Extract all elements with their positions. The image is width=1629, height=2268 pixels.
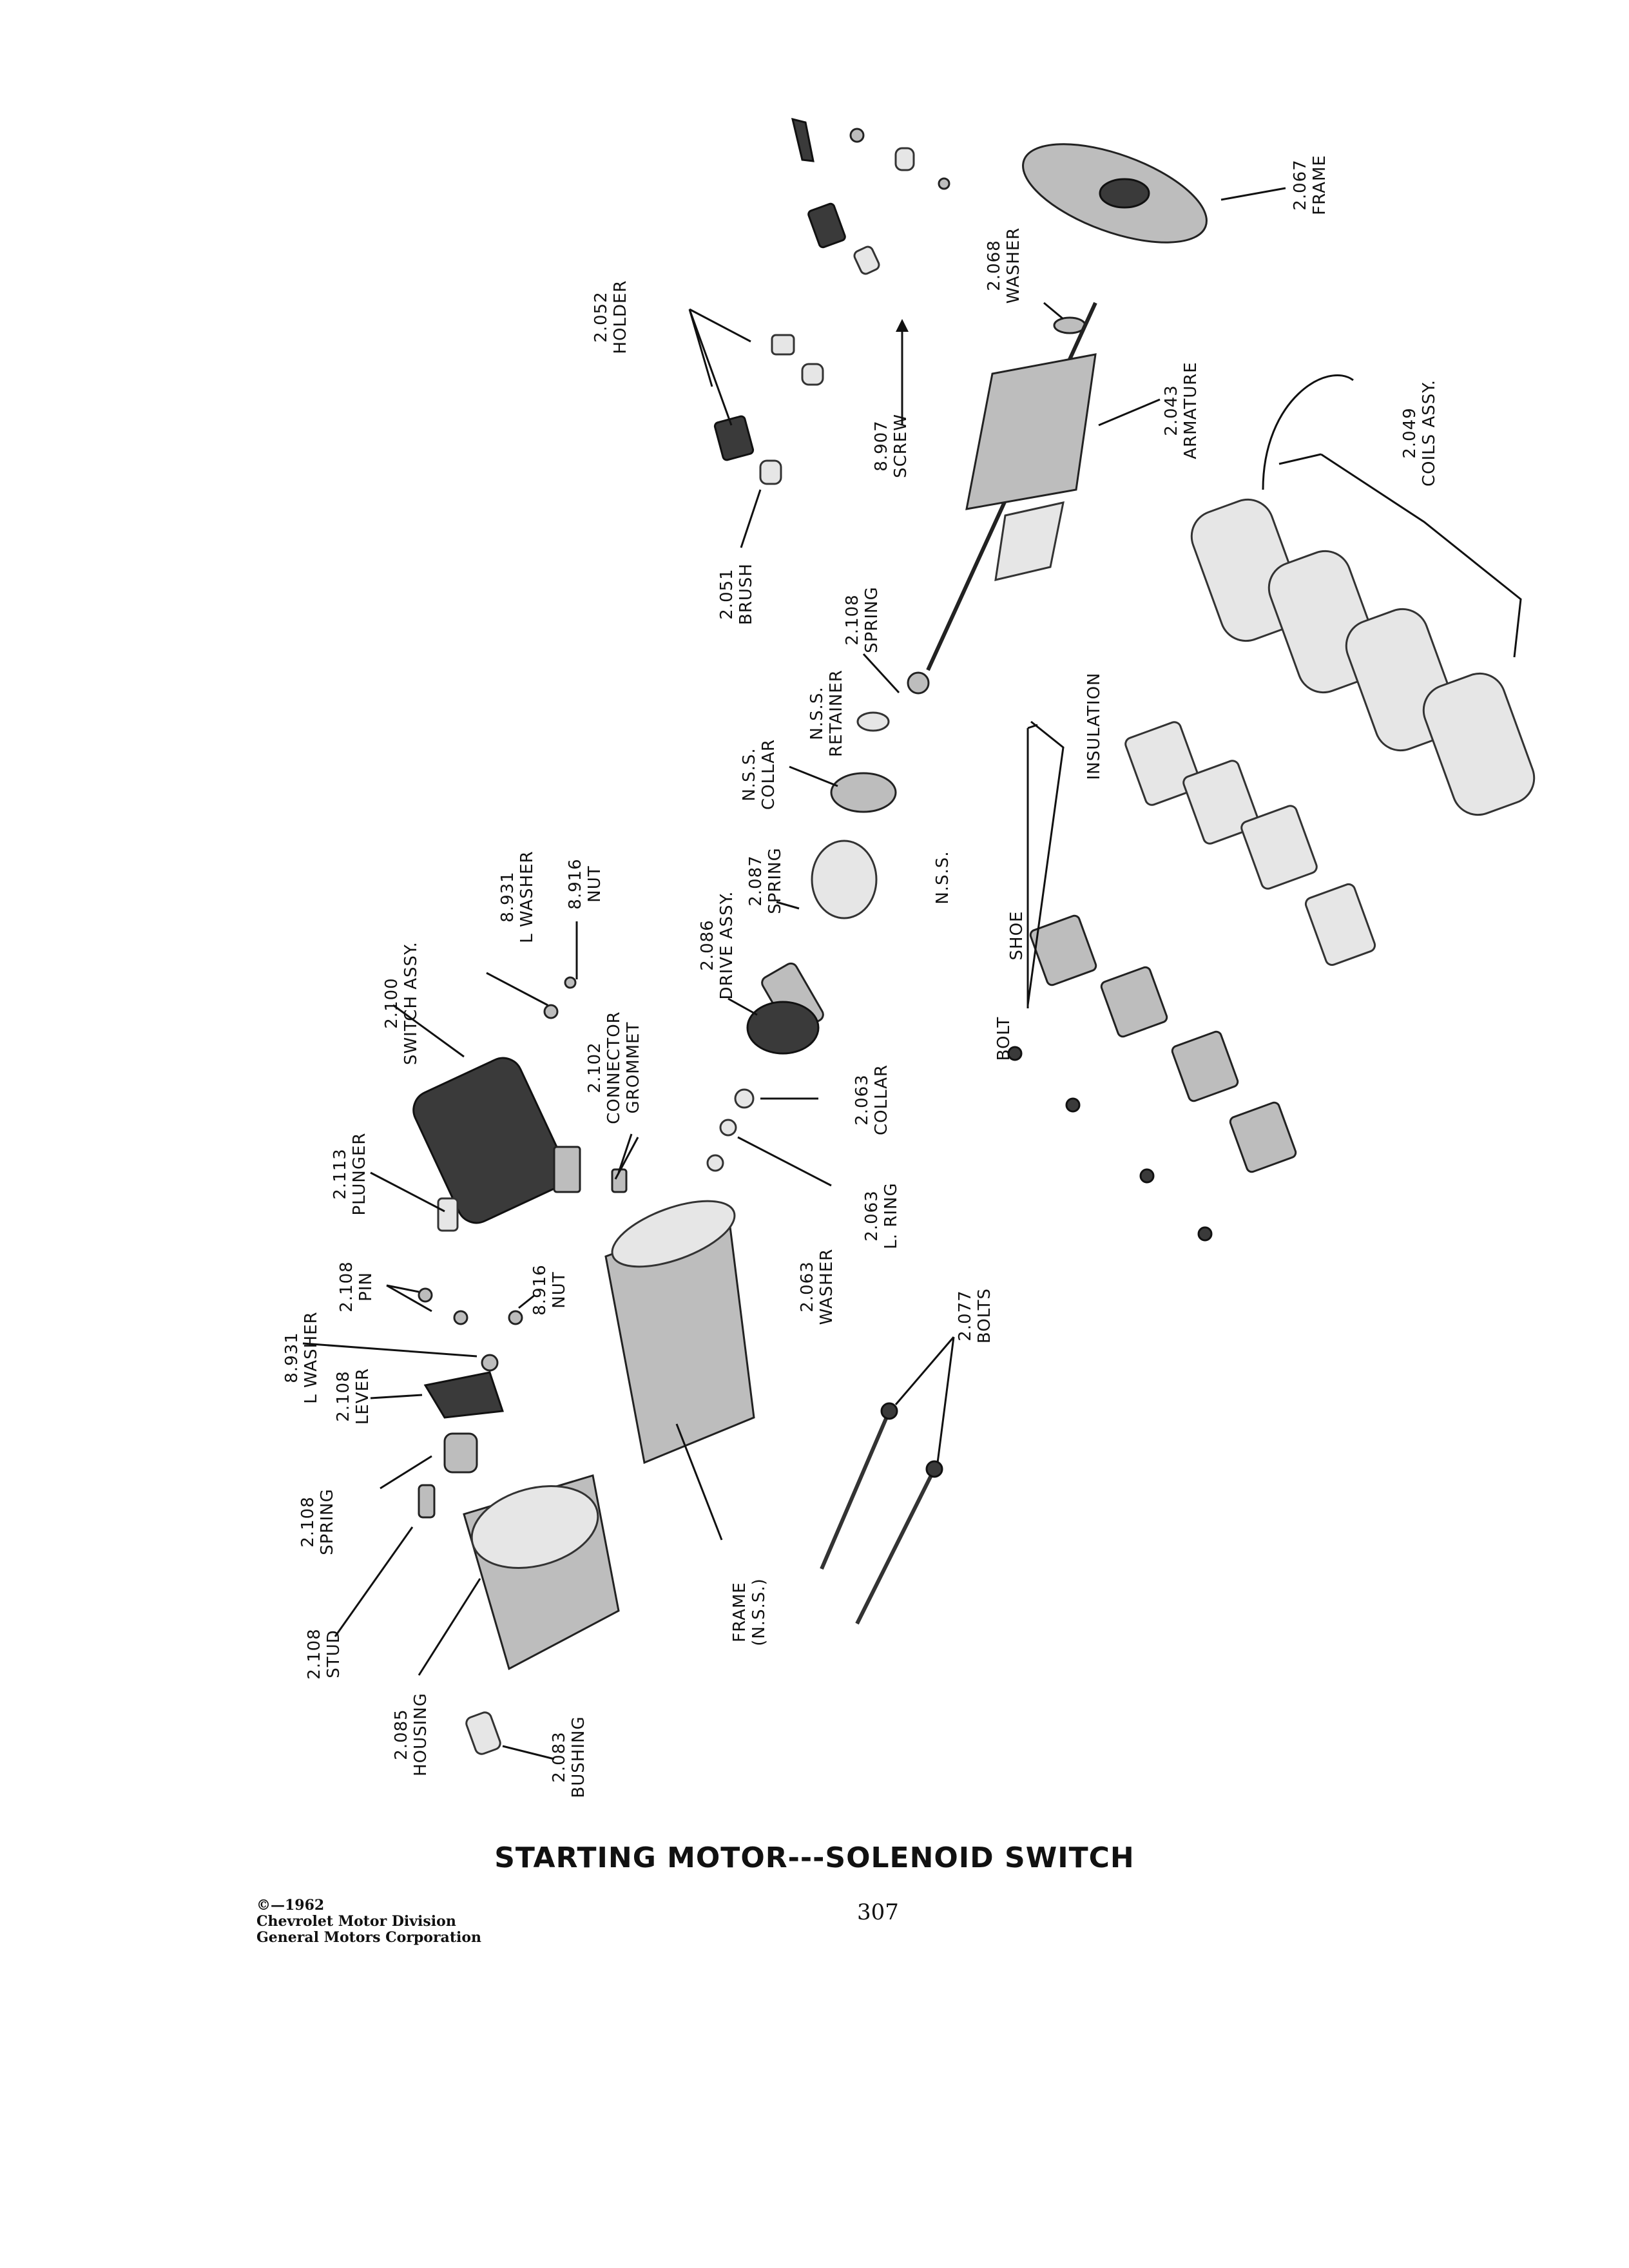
label-collar-2063: 2.063 COLLAR bbox=[853, 1064, 891, 1136]
end-frame-part bbox=[1022, 143, 1208, 244]
page-title: STARTING MOTOR---SOLENOID SWITCH bbox=[494, 1841, 1135, 1874]
label-switch-2100: 2.100 SWITCH ASSY. bbox=[382, 941, 421, 1065]
page-number: 307 bbox=[857, 1899, 899, 1925]
copyright-corporation: General Motors Corporation bbox=[256, 1929, 482, 1946]
label-nss-shoe: N.S.S. bbox=[933, 850, 952, 905]
label-bushing-2083: 2.083 BUSHING bbox=[550, 1716, 588, 1798]
label-lever-2108: 2.108 LEVER bbox=[334, 1367, 372, 1425]
label-spring-2087: 2.087 SPRING bbox=[746, 847, 785, 914]
label-spring-2108-bottom: 2.108 SPRING bbox=[298, 1488, 337, 1555]
label-nut-8916-top: 8.916 NUT bbox=[566, 858, 604, 910]
copyright-notice: ©—1962 Chevrolet Motor Division General … bbox=[256, 1898, 481, 1946]
label-shoe: SHOE bbox=[1007, 910, 1027, 961]
label-plunger-2113: 2.113 PLUNGER bbox=[331, 1132, 369, 1216]
label-brush-2051: 2.051 BRUSH bbox=[717, 563, 756, 625]
label-frame-nss: FRAME (N.S.S.) bbox=[730, 1578, 769, 1646]
label-stud-2108: 2.108 STUD bbox=[305, 1628, 343, 1680]
label-collar-nss: N.S.S. COLLAR bbox=[740, 738, 778, 811]
lever-small-parts bbox=[418, 1287, 523, 1519]
label-bolts-2077: 2.077 BOLTS bbox=[956, 1287, 994, 1344]
copyright-division: Chevrolet Motor Division bbox=[256, 1913, 456, 1930]
armature-part bbox=[926, 302, 1097, 671]
drive-parts bbox=[706, 671, 930, 1172]
label-lwasher-8931-bottom: 8.931 L WASHER bbox=[282, 1311, 321, 1404]
label-coils-2049: 2.049 COILS ASSY. bbox=[1400, 379, 1439, 487]
label-lwasher-8931-top: 8.931 L WASHER bbox=[498, 850, 537, 943]
field-coils-part bbox=[1190, 374, 1536, 816]
motor-frame-part bbox=[604, 1200, 755, 1465]
copyright-year: ©—1962 bbox=[256, 1897, 325, 1914]
label-spring-2108-top: 2.108 SPRING bbox=[843, 586, 882, 653]
label-lring-2063: 2.063 L. RING bbox=[862, 1182, 901, 1249]
pole-shoe-parts bbox=[1007, 721, 1376, 1242]
label-housing-2085: 2.085 HOUSING bbox=[392, 1693, 430, 1776]
label-drive-2086: 2.086 DRIVE ASSY. bbox=[698, 890, 737, 1000]
brush-holder-parts bbox=[713, 128, 950, 485]
label-insulation: INSULATION bbox=[1084, 672, 1104, 780]
solenoid-switch-part bbox=[412, 976, 628, 1232]
label-bolt: BOLT bbox=[994, 1016, 1014, 1061]
label-holder-2052: 2.052 HOLDER bbox=[592, 280, 630, 354]
label-washer-2063: 2.063 WASHER bbox=[798, 1248, 836, 1325]
label-armature-2043: 2.043 ARMATURE bbox=[1162, 361, 1200, 459]
label-frame-2067: 2.067 FRAME bbox=[1291, 155, 1329, 215]
label-washer-2068: 2.068 WASHER bbox=[985, 227, 1023, 304]
through-bolts-part bbox=[820, 1402, 943, 1625]
housing-part bbox=[463, 1474, 620, 1755]
label-pin-2108: 2.108 PIN bbox=[337, 1261, 376, 1312]
label-connector-2102: 2.102 CONNECTOR GROMMET bbox=[585, 1011, 643, 1124]
label-screw-8907: 8.907 SCREW bbox=[872, 414, 911, 478]
label-retainer-nss: N.S.S. RETAINER bbox=[807, 669, 846, 757]
label-nut-8916-bottom: 8.916 NUT bbox=[530, 1264, 569, 1316]
